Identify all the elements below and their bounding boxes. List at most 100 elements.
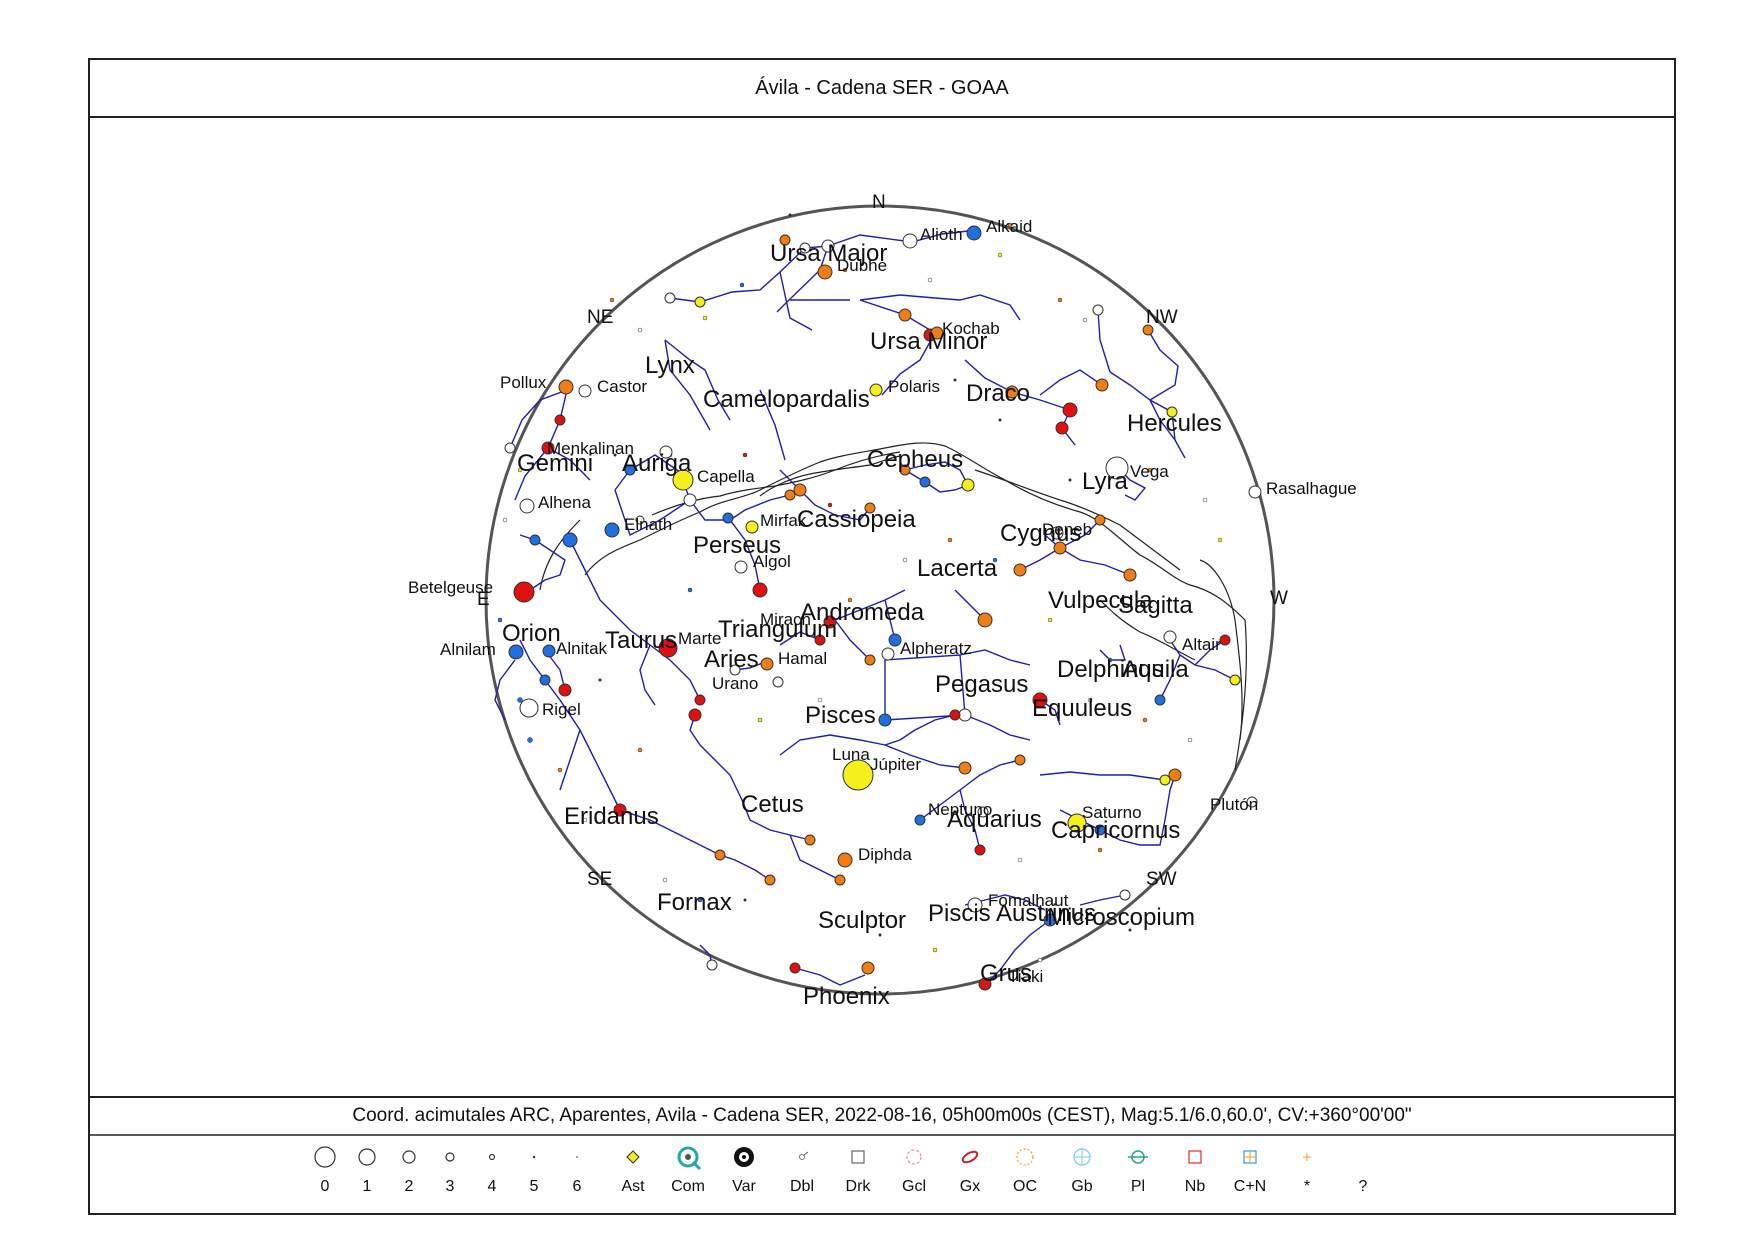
legend-label: C+N — [1233, 1178, 1267, 1195]
legend-label: Pl — [1130, 1178, 1146, 1195]
star-marker — [1123, 568, 1137, 582]
star-marker — [793, 483, 807, 497]
star-marker — [764, 874, 776, 886]
legend-label: ? — [1358, 1178, 1368, 1195]
star-marker — [613, 803, 627, 817]
legend-item-14: OC — [997, 1134, 1053, 1214]
star-marker — [814, 634, 826, 646]
star-marker — [899, 464, 911, 476]
star-marker — [1014, 754, 1026, 766]
star-menkalinan — [659, 445, 673, 459]
legend-label: Gb — [1071, 1178, 1093, 1195]
star-alioth — [902, 233, 918, 249]
star-marker — [722, 512, 734, 524]
legend-item-7: Ast — [605, 1134, 661, 1214]
star-marker — [694, 694, 706, 706]
legend-item-15: Gb — [1054, 1134, 1110, 1214]
star-marker — [1055, 421, 1069, 435]
legend-label: Com — [671, 1178, 705, 1195]
legend-item-16: Pl — [1110, 1134, 1166, 1214]
star-marker — [554, 414, 566, 426]
legend-item-19: * — [1279, 1134, 1335, 1214]
legend-item-9: Var — [716, 1134, 772, 1214]
legend-label: 3 — [445, 1178, 455, 1195]
star-marker — [539, 674, 551, 686]
legend-item-2: 2 — [381, 1134, 437, 1214]
star-deneb — [1050, 526, 1064, 540]
star-marker — [1013, 563, 1027, 577]
star-marker — [664, 292, 676, 304]
legend-item-10: Dbl — [774, 1134, 830, 1214]
faint-star-field — [497, 213, 1223, 963]
legend-item-6: 6 — [549, 1134, 605, 1214]
star-hamal — [760, 657, 774, 671]
cluster-nebula-grid — [1243, 1150, 1257, 1164]
star-marker — [1154, 694, 1166, 706]
star-elnath — [604, 522, 620, 538]
star-marker — [1142, 324, 1154, 336]
open-cluster-dashed-circle — [1016, 1148, 1034, 1166]
star-pollux — [558, 379, 574, 395]
star-algol — [734, 560, 748, 574]
globular-cluster-icon — [906, 1149, 922, 1165]
star-marker — [1053, 541, 1067, 555]
star-asterisk — [1303, 1153, 1311, 1161]
mag-3-circle — [445, 1152, 455, 1162]
globular-crosshair — [1073, 1148, 1091, 1166]
star-marker — [1119, 889, 1131, 901]
star-marker — [714, 849, 726, 861]
star-marker — [562, 532, 578, 548]
outer-border — [88, 58, 1676, 1215]
milky-way-outline — [539, 442, 1247, 771]
double-star-icon — [799, 1151, 809, 1160]
star-mirfak — [745, 520, 759, 534]
legend-item-8: Com — [660, 1134, 716, 1214]
body-saturno — [1067, 813, 1087, 833]
star-marker — [914, 814, 926, 826]
star-marker — [919, 476, 931, 488]
star-alpheratz — [881, 647, 895, 661]
star-marker — [864, 654, 876, 666]
star-marker — [624, 464, 636, 476]
planetary-nebula-icon — [1128, 1150, 1148, 1164]
legend-label: 6 — [572, 1178, 582, 1195]
legend-label: * — [1303, 1178, 1311, 1195]
nebula-square — [1188, 1150, 1202, 1164]
chart-title: Ávila - Cadena SER - GOAA — [755, 76, 1009, 99]
star-marker — [1219, 634, 1231, 646]
star-marker — [974, 844, 986, 856]
mag-6-dot — [576, 1156, 578, 1158]
legend-label: Drk — [845, 1178, 871, 1195]
coordinates-caption: Coord. acimutales ARC, Aparentes, Avila … — [352, 1105, 1412, 1126]
star-marker — [958, 761, 972, 775]
legend-item-13: Gx — [942, 1134, 998, 1214]
dark-nebula-square — [851, 1150, 865, 1164]
mag-1-circle — [358, 1148, 376, 1166]
star-marker — [930, 326, 944, 340]
legend-item-12: Gcl — [886, 1134, 942, 1214]
star-altair — [1163, 630, 1177, 644]
star-marker — [898, 308, 912, 322]
variable-star-icon — [734, 1147, 754, 1167]
star-marker — [789, 962, 801, 974]
legend-item-11: Drk — [830, 1134, 886, 1214]
star-castor — [578, 384, 592, 398]
star-marker — [799, 242, 811, 254]
star-marker — [706, 959, 718, 971]
legend-item-17: Nb — [1167, 1134, 1223, 1214]
legend-label: 0 — [320, 1178, 330, 1195]
star-marker — [779, 234, 791, 246]
star-marker — [504, 442, 516, 454]
star-marker — [1092, 304, 1104, 316]
legend-label: OC — [1013, 1178, 1037, 1195]
star-marker — [1159, 774, 1171, 786]
star-marker — [804, 834, 816, 846]
star-marker — [694, 296, 706, 308]
legend-label: 5 — [529, 1178, 539, 1195]
star-marker — [861, 961, 875, 975]
star-tiaki — [978, 977, 992, 991]
mag-2-circle — [402, 1150, 416, 1164]
star-marker — [1094, 824, 1106, 836]
star-marker — [1005, 385, 1019, 399]
star-polaris — [869, 383, 883, 397]
